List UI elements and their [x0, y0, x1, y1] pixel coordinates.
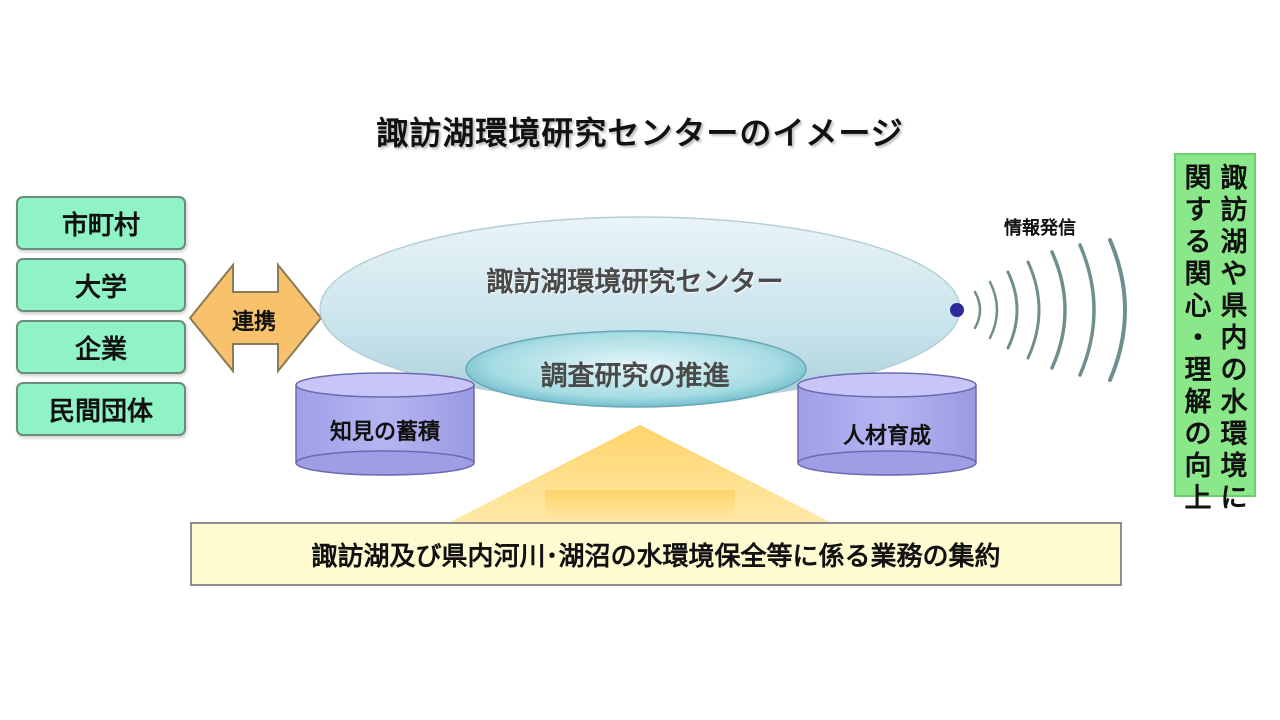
- broadcast-dot: [950, 303, 964, 317]
- side-note-col-left: 関する関心・理解の向上: [1180, 163, 1216, 515]
- side-note-char: 心: [1184, 291, 1212, 322]
- pillar-label-left: 知見の蓄積: [329, 420, 440, 445]
- side-note-char: 諏: [1220, 163, 1248, 194]
- side-note-char: 関: [1184, 259, 1212, 290]
- pillar-cylinder-right: [797, 372, 977, 476]
- side-note-char: 上: [1184, 483, 1212, 514]
- core-label: 調査研究の推進: [540, 361, 730, 392]
- partner-box-companies: 企業: [16, 320, 186, 374]
- side-note-char: の: [1184, 419, 1212, 450]
- side-note-char: 環: [1220, 419, 1248, 450]
- foundation-box: 諏訪湖及び県内河川･湖沼の水環境保全等に係る業務の集約: [190, 522, 1122, 586]
- page-title: 諏訪湖環境研究センターのイメージ: [376, 114, 904, 152]
- partner-box-university: 大学: [16, 258, 186, 312]
- side-note-char: 水: [1220, 387, 1248, 418]
- center-label: 諏訪湖環境研究センター: [486, 267, 784, 298]
- side-note-char: 湖: [1220, 227, 1248, 258]
- pillar-cylinder-left: [295, 372, 475, 476]
- partner-box-municipalities: 市町村: [16, 196, 186, 250]
- side-note-char: に: [1220, 483, 1248, 514]
- core-ellipse: [465, 330, 807, 408]
- side-note-col-right: 諏訪湖や県内の水環境に: [1216, 163, 1252, 515]
- pillar-label-right: 人材育成: [842, 424, 931, 449]
- side-note-char: 県: [1220, 291, 1248, 322]
- side-note-char: 訪: [1220, 195, 1248, 226]
- broadcast-waves-icon: [973, 238, 1127, 382]
- side-note-char: の: [1220, 355, 1248, 386]
- link-label: 連携: [231, 310, 276, 335]
- side-note-char: 解: [1184, 387, 1212, 418]
- partner-box-private-groups: 民間団体: [16, 382, 186, 436]
- side-note-char: 向: [1184, 451, 1212, 482]
- side-note-char: ・: [1184, 323, 1212, 354]
- side-note-box: 関する関心・理解の向上 諏訪湖や県内の水環境に: [1174, 153, 1256, 514]
- side-note-char: る: [1184, 227, 1212, 258]
- side-note-char: 内: [1220, 323, 1248, 354]
- side-note-char: 理: [1184, 355, 1212, 386]
- info-label: 情報発信: [1004, 218, 1076, 239]
- side-note-char: 関: [1184, 163, 1212, 194]
- side-note-char: や: [1220, 259, 1248, 290]
- side-note-char: 境: [1220, 451, 1248, 482]
- side-note-char: す: [1184, 195, 1212, 226]
